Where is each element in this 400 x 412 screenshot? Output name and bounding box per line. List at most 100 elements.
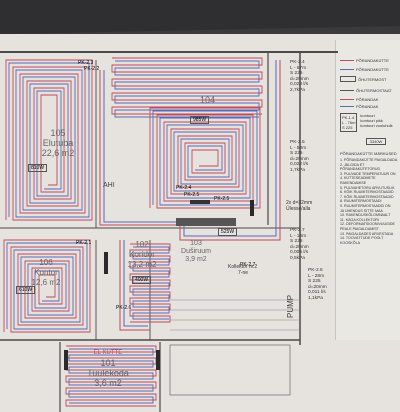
circuit-id: PK-2.6: [308, 268, 323, 273]
room-number: 101: [100, 358, 116, 368]
heating-loops: [3, 57, 263, 407]
legend-note: 9. RUUMITERMOSTAADID ON: [340, 203, 391, 208]
legend-note: 10. RAKENDUSKÕLOMNAALT: [340, 213, 391, 218]
power-tag: 525W: [218, 228, 238, 236]
legend-note: 3. PUUVADE TEMPERATUUR ON: [340, 171, 396, 176]
circuit-line: 0,005 l/s: [290, 250, 309, 255]
legend-swatch-red: [340, 60, 354, 61]
heating-loop: [6, 242, 88, 330]
room-105: 105 Elutuba 22,6 m2: [32, 128, 84, 158]
circuit-line: L - 50m: [290, 145, 307, 151]
legend-note: 12. DEFORMATSIOONIVUUGIDE: [340, 222, 395, 227]
legend-swatch-blue: [340, 69, 354, 70]
circuit-line: S 225: [308, 279, 321, 284]
power-tag: 985W: [190, 116, 210, 124]
pk-tag: PK-2.2: [84, 66, 100, 72]
room-name: Tuulekoda: [87, 368, 129, 378]
circuit-line: 1,7kPa: [290, 167, 305, 173]
circuit-line: d=20mm: [290, 76, 309, 82]
legend-notes-title: PÕRANDAKÜTTE MÄRKUSED: [340, 151, 397, 156]
collector-bar: [190, 200, 210, 204]
legend-note: 8. RUUMITERMOSTAADI: [340, 199, 382, 204]
power-tag: 810W: [28, 164, 48, 172]
legend-item: PÕRANDAK: [356, 104, 379, 109]
legend-swatch-blue: [340, 106, 354, 107]
legend-row: PÕRANDAKÜTTE: [340, 67, 398, 72]
circuit-line: L - 14m: [290, 233, 307, 239]
thermostat-markers: [64, 200, 254, 370]
heating-loop: [114, 60, 260, 118]
heating-loop: [8, 62, 90, 218]
pk-tag: PK-2.5: [214, 196, 230, 202]
legend-circuit: PK-1.4 L - 76m S 225 kontuuri kontuuri p…: [340, 113, 398, 132]
legend-circuit-line: S 225: [342, 125, 353, 130]
legend-item: PÕRANDAK: [356, 97, 379, 102]
pk-tag: PK-2.6: [116, 305, 132, 311]
circuit-line: S 225: [290, 151, 303, 156]
heating-loop: [111, 57, 263, 115]
collector-note-line: 7-ne: [238, 270, 249, 276]
room-area: 3,9 m2: [185, 256, 207, 263]
room-name: Kontor: [34, 268, 58, 277]
circuit-id: PK-2.5: [290, 140, 305, 145]
legend-item: PÕRANDAKÜTTE: [356, 67, 389, 72]
legend-item: PÕRANDAKÜTTE: [356, 58, 389, 63]
room-name: Koridor: [129, 250, 155, 259]
heating-loop: [149, 107, 261, 209]
legend-power: 3340W: [366, 138, 386, 145]
legend-note: 11. KÄGA KOLLEKTORI: [340, 217, 380, 222]
circuit-box-pk26: PK-2.6 L - 28m S 225 d=20mm 0,011 l/s 1,…: [308, 268, 338, 301]
room-name: Duširuum: [181, 248, 211, 255]
legend-note: 7. KÕIK RUUMITERMOSTAADID: [340, 194, 394, 199]
room-number: 105: [50, 128, 66, 138]
heating-loop: [68, 348, 154, 404]
room-102: 102 Koridor 13,2 m2: [116, 240, 168, 270]
pipe-note: 2x d=32mm Ülesse/alla: [286, 200, 312, 212]
legend-note: 13. PAIGALDADES ARVESTADA: [340, 231, 394, 236]
room-number: 106: [39, 258, 53, 267]
photo-edge-shadow: [0, 0, 400, 34]
circuit-line: 1,1kPa: [308, 295, 323, 301]
circuit-line: d=20mm: [290, 244, 309, 250]
circuit-box-pk27: PK-2.7 L - 14m S 225 d=20mm 0,005 l/s 0,…: [290, 228, 330, 261]
collector-manifold: [176, 218, 236, 226]
pk-tag: PK-2.1: [76, 240, 92, 246]
collector-note: Kollektor nr.2 7-ne: [228, 264, 257, 276]
ahi-label: AHI: [103, 182, 115, 189]
circuit-line: L - 28m: [308, 273, 325, 279]
pipe-note-line: 2x d=32mm: [286, 200, 313, 206]
circuit-line: 0,022 l/s: [290, 162, 309, 167]
room-101: EL KÜTTE 101 Tuulekoda 3,6 m2: [78, 348, 138, 388]
legend-item: kontuuri: [360, 113, 375, 118]
legend-circuit-tag: PK-1.4 L - 76m S 225: [340, 113, 358, 132]
legend-swatch-red: [340, 99, 354, 100]
legend-circuit-desc: kontuuri kontuuri pikk kontuuri vooluhul…: [360, 113, 392, 132]
pump-label: PUMP: [286, 294, 295, 318]
legend-item: ÕHUTERMOSTAAT: [356, 88, 392, 93]
room-number: 102: [135, 240, 149, 249]
heating-loop: [3, 239, 91, 333]
circuit-line: d=20mm: [290, 156, 309, 162]
circuit-box-pk24: PK-2.4 L - 67m S 225 d=20mm 0,023 l/s 2,…: [290, 60, 330, 93]
circuit-box-pk25: PK-2.5 L - 50m S 225 d=20mm 0,022 l/s 1,…: [290, 140, 330, 173]
legend-note: 5. PUUVAHETORU ARVUTUSLIK: [340, 185, 395, 190]
legend-note: 6. KÕIK RUUMITERMOSTAADID: [340, 190, 394, 195]
circuit-line: 2,7kPa: [290, 87, 305, 93]
circuit-id: PK-2.7: [290, 228, 305, 233]
heating-loop: [5, 59, 93, 221]
heating-loop: [152, 110, 258, 206]
room-area: 12,6 m2: [31, 278, 61, 287]
circuit-line: S 225: [290, 71, 303, 76]
circuit-line: 0,023 l/s: [290, 82, 309, 87]
room-area: 22,6 m2: [41, 148, 75, 158]
legend-note: 4. KÜTTESEADMETE RAKENDAMISE: [340, 176, 376, 185]
building-walls: [0, 51, 338, 412]
legend-note: 14. TOOVÄTTUDE POOLT KOOSKÕLA: [340, 236, 384, 245]
pipe-bundles: [99, 60, 281, 331]
legend-circuit-id: PK-1.4: [342, 115, 355, 120]
collector-note-line: Kollektor nr.2: [228, 264, 258, 270]
pipe-note-line: Ülesse/alla: [286, 206, 311, 212]
pk-tag: PK-2.3: [78, 60, 94, 66]
power-tag: 400W: [132, 276, 152, 284]
